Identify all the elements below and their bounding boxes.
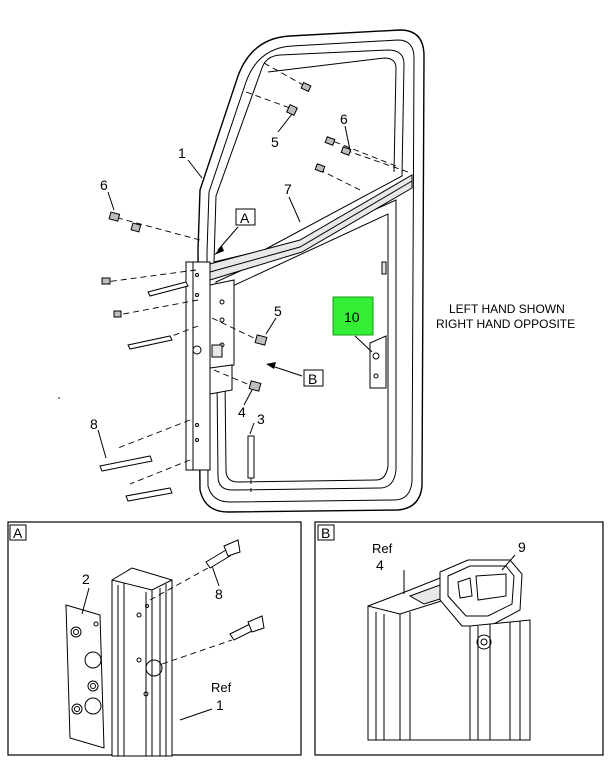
leader-lines-main [97,113,373,459]
callout-4: 4 [238,404,246,420]
detail-view-b: B Ref 4 9 [314,521,604,756]
detail-b-ref: Ref [372,541,393,556]
callout-6-left: 6 [100,177,108,193]
detail-a-callout-8: 8 [215,586,223,602]
highlight-box-10 [332,296,374,336]
callout-8: 8 [90,416,98,432]
detail-a-ref: Ref [211,680,232,695]
note-line-2: RIGHT HAND OPPOSITE [436,317,575,331]
fasteners-main [99,62,409,502]
detail-b-callout-9: 9 [518,539,526,555]
detail-b-callout-4: 4 [376,557,384,573]
view-a-label: A [240,210,250,226]
view-b-label: B [308,371,317,387]
note-line-1: LEFT HAND SHOWN [449,302,565,316]
callout-1: 1 [178,145,186,161]
detail-a-label: A [13,525,23,541]
callout-5-mid: 5 [274,303,282,319]
view-a-box [235,208,256,226]
view-b-box [303,369,324,387]
callout-3: 3 [257,411,265,427]
callout-6-right: 6 [340,111,348,127]
callout-7: 7 [284,181,292,197]
detail-a-callout-2: 2 [82,571,90,587]
detail-b-label: B [321,525,330,541]
door-frame-assembly [185,29,425,513]
callout-10: 10 [344,309,360,325]
detail-view-a: A 2 8 [7,521,302,757]
callout-5-top: 5 [271,134,279,150]
detail-a-callout-1: 1 [216,697,224,713]
